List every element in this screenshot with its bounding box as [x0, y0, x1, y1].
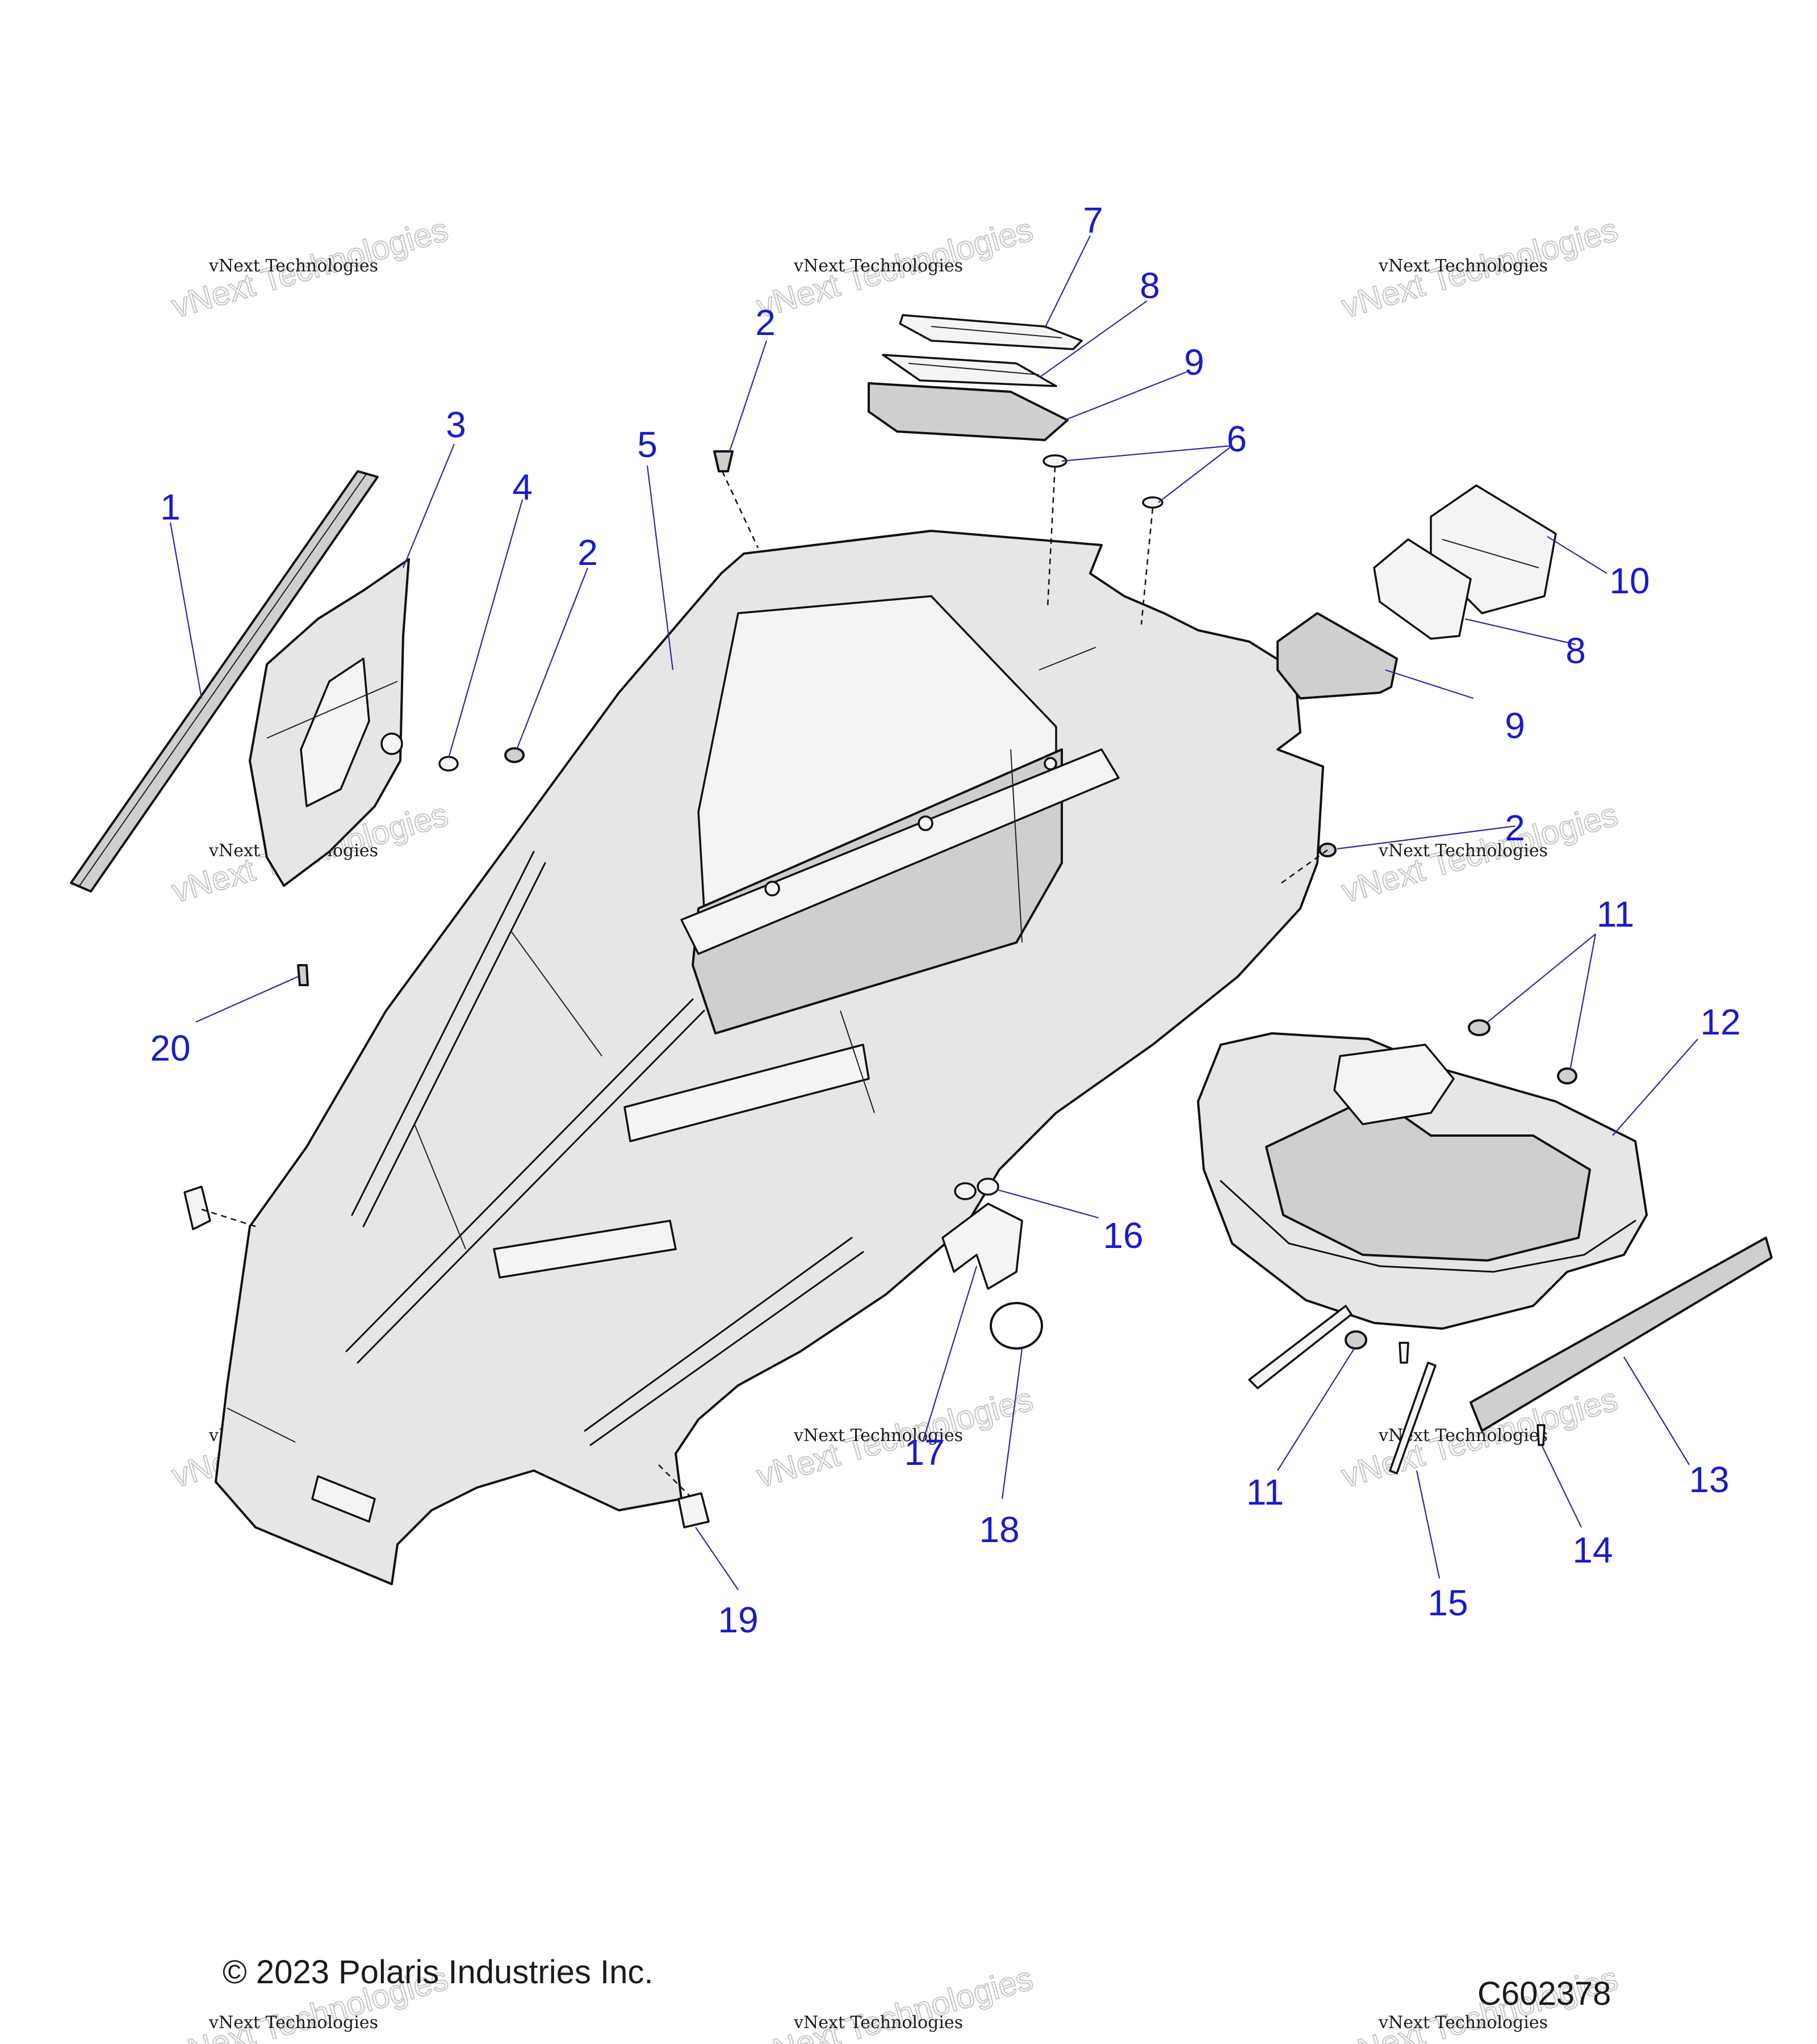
part-8-vent-screen — [882, 354, 1057, 387]
svg-text:vNext Technologies: vNext Technologies — [1378, 2013, 1548, 2033]
part-1-trim-strip — [70, 470, 379, 893]
callout-3: 3 — [446, 404, 466, 445]
bolt — [764, 881, 780, 897]
small-hardware — [941, 1019, 1577, 1475]
callout-6: 6 — [1226, 418, 1247, 459]
clip — [183, 1186, 211, 1230]
part-11-fastener — [1468, 1019, 1491, 1036]
callout-10: 10 — [1609, 560, 1649, 601]
part-16-plug — [954, 1182, 977, 1200]
part-2-push-rivet — [504, 747, 525, 763]
callout-12: 12 — [1700, 1002, 1740, 1042]
copyright-notice: © 2023 Polaris Industries Inc. — [223, 1954, 654, 1991]
pin — [1399, 1342, 1409, 1364]
drawing-number: C602378 — [1477, 1975, 1611, 2012]
watermark: vNext Technologies vNext Technologies — [752, 211, 1037, 326]
svg-text:vNext Technologies: vNext Technologies — [208, 2013, 378, 2033]
svg-text:vNext Technologies: vNext Technologies — [1378, 256, 1548, 276]
bolt — [918, 815, 933, 831]
part-9-foam-filter — [1276, 612, 1398, 700]
svg-text:vNext Technologies: vNext Technologies — [1378, 841, 1548, 861]
watermark: vNext Technologies vNext Technologies — [1337, 211, 1622, 326]
part-11-fastener — [1345, 1330, 1367, 1350]
part-9-foam-filter — [868, 382, 1069, 441]
part-13-side-strip — [1469, 1237, 1773, 1432]
fasteners — [183, 450, 1337, 1528]
watermark: vNext Technologies vNext Technologies — [752, 1959, 1037, 2044]
callout-9: 9 — [1184, 342, 1204, 383]
svg-text:vNext Technologies: vNext Technologies — [208, 256, 378, 276]
top-vent-stack — [868, 314, 1083, 441]
part-2-push-rivet — [713, 450, 734, 472]
part-16-plug — [977, 1178, 999, 1196]
callout-2: 2 — [755, 302, 776, 343]
callout-11: 11 — [1246, 1472, 1284, 1513]
watermark: vNext Technologies vNext Technologies — [752, 1380, 1037, 1496]
callout-11: 11 — [1597, 894, 1634, 935]
part-11-fastener — [1557, 1067, 1577, 1084]
callout-18: 18 — [979, 1509, 1019, 1550]
watermark: vNext Technologies vNext Technologies — [168, 211, 453, 326]
callout-2: 2 — [577, 532, 598, 573]
callout-4: 4 — [512, 467, 533, 508]
leader-lines — [169, 235, 1698, 1590]
svg-text:vNext Technologies: vNext Technologies — [793, 2013, 963, 2033]
svg-text:vNext Technologies: vNext Technologies — [793, 256, 963, 276]
callout-20: 20 — [150, 1028, 190, 1069]
callouts: 1 2 2 2 3 4 5 6 7 8 8 9 9 10 11 11 12 13… — [150, 200, 1740, 1640]
rod — [1248, 1305, 1353, 1389]
callout-2: 2 — [1505, 807, 1525, 848]
hood-assembly — [215, 530, 1324, 1585]
callout-8: 8 — [1140, 265, 1160, 306]
callout-17: 17 — [904, 1432, 944, 1473]
part-12-storage-tray — [1197, 1032, 1648, 1330]
callout-8: 8 — [1565, 630, 1586, 671]
part-20-clip — [297, 964, 309, 986]
part-3-side-panel — [249, 558, 410, 887]
part-19-nut-clip — [677, 1492, 710, 1528]
callout-7: 7 — [1083, 200, 1103, 241]
bolt — [1044, 757, 1057, 770]
svg-text:vNext Technologies: vNext Technologies — [793, 1426, 963, 1446]
callout-13: 13 — [1689, 1459, 1729, 1500]
callout-1: 1 — [160, 487, 181, 527]
callout-15: 15 — [1427, 1582, 1468, 1623]
part-4-grommet — [438, 756, 459, 772]
callout-5: 5 — [637, 424, 658, 465]
callout-16: 16 — [1103, 1215, 1143, 1256]
callout-9: 9 — [1505, 705, 1525, 746]
part-18-ring — [990, 1302, 1043, 1350]
part-14-screw — [1537, 1424, 1546, 1446]
side-vent-stack — [1276, 484, 1557, 700]
part-6-screw — [1142, 496, 1163, 509]
watermark: vNext Technologies vNext Technologies — [1337, 795, 1622, 911]
part-17-bracket — [941, 1203, 1023, 1290]
callout-14: 14 — [1572, 1530, 1613, 1570]
part-15-rod — [1389, 1362, 1437, 1475]
callout-19: 19 — [718, 1599, 758, 1640]
part-8-vent-screen — [1373, 538, 1472, 640]
